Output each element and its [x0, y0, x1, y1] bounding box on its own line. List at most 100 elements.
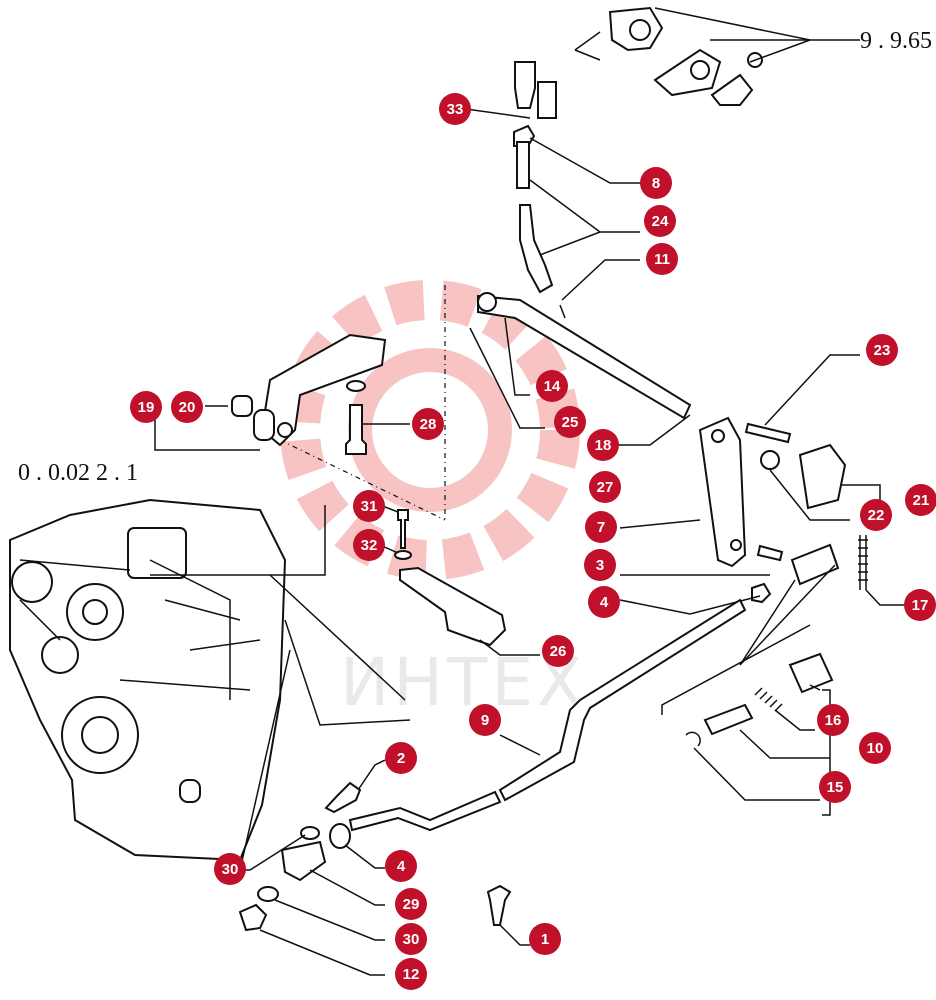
svg-text:21: 21 — [913, 492, 930, 509]
callout-badge: 8 — [640, 167, 672, 199]
svg-text:15: 15 — [827, 779, 844, 796]
svg-text:28: 28 — [420, 416, 437, 433]
svg-text:17: 17 — [912, 597, 929, 614]
split-pin — [559, 304, 566, 319]
svg-text:22: 22 — [868, 507, 885, 524]
circlip — [685, 731, 701, 747]
callout-badge: 23 — [866, 334, 898, 366]
washer — [300, 826, 320, 840]
callout-badge: 10 — [859, 732, 891, 764]
lock-nut — [329, 823, 351, 849]
washer — [394, 550, 412, 560]
spring-cap — [788, 652, 834, 694]
cross-shaft — [477, 292, 692, 420]
compression-spring — [754, 687, 783, 712]
svg-text:3: 3 — [596, 557, 604, 574]
svg-text:4: 4 — [397, 858, 406, 875]
svg-text:4: 4 — [600, 594, 609, 611]
callout-badge: 33 — [439, 93, 471, 125]
callout-badge: 2 — [385, 742, 417, 774]
pin — [703, 703, 754, 736]
svg-text:9: 9 — [481, 712, 489, 729]
callout-badge: 27 — [589, 471, 621, 503]
svg-text:8: 8 — [652, 175, 660, 192]
svg-text:19: 19 — [138, 399, 155, 416]
callout-badge: 3 — [584, 549, 616, 581]
svg-text:29: 29 — [403, 896, 420, 913]
return-spring — [858, 535, 868, 590]
svg-text:33: 33 — [447, 101, 464, 118]
stud — [756, 544, 784, 562]
svg-text:12: 12 — [403, 966, 420, 983]
svg-text:23: 23 — [874, 342, 891, 359]
callout-badge: 28 — [412, 408, 444, 440]
callout-badge: 4 — [588, 586, 620, 618]
svg-text:30: 30 — [222, 861, 239, 878]
fork-clevis — [514, 61, 557, 119]
svg-text:25: 25 — [562, 414, 579, 431]
svg-text:7: 7 — [597, 519, 605, 536]
callout-badge: 1 — [529, 923, 561, 955]
svg-text:18: 18 — [595, 437, 612, 454]
svg-text:20: 20 — [179, 399, 196, 416]
callout-badge: 31 — [353, 490, 385, 522]
threaded-rod — [516, 141, 530, 189]
control-clevis-assembly — [608, 6, 763, 106]
callout-badge: 17 — [904, 589, 936, 621]
callout-badge: 12 — [395, 958, 427, 990]
callout-badge: 19 — [130, 391, 162, 423]
callout-badge: 16 — [817, 704, 849, 736]
svg-text:10: 10 — [867, 740, 884, 757]
svg-text:14: 14 — [544, 378, 561, 395]
bolt — [324, 781, 362, 814]
svg-text:31: 31 — [361, 498, 378, 515]
washer — [346, 380, 366, 392]
callout-badge: 24 — [644, 205, 676, 237]
reference-engine: 0 . 0.02 2 . 1 — [18, 460, 138, 486]
svg-text:24: 24 — [652, 213, 669, 230]
callout-badge: 22 — [860, 499, 892, 531]
callout-badge: 32 — [353, 529, 385, 561]
lever-arm — [698, 416, 747, 568]
svg-text:30: 30 — [403, 931, 420, 948]
callout-badge: 21 — [905, 484, 936, 516]
svg-text:32: 32 — [361, 537, 378, 554]
callout-badge: 30 — [214, 853, 246, 885]
callout-badge: 7 — [585, 511, 617, 543]
callout-badge: 4 — [385, 850, 417, 882]
reference-top: 9 . 9.65 — [860, 28, 932, 54]
callout-badge: 26 — [542, 635, 574, 667]
callout-badge: 30 — [395, 923, 427, 955]
support-bracket — [231, 333, 387, 447]
svg-text:26: 26 — [550, 643, 567, 660]
callout-badge: 29 — [395, 888, 427, 920]
svg-text:1: 1 — [541, 931, 549, 948]
callout-badge: 14 — [536, 370, 568, 402]
svg-text:27: 27 — [597, 479, 614, 496]
callout-badge: 9 — [469, 704, 501, 736]
svg-text:2: 2 — [397, 750, 405, 767]
washer — [257, 886, 279, 902]
lock-nut — [751, 582, 772, 604]
callout-badge: 15 — [819, 771, 851, 803]
svg-text:16: 16 — [825, 712, 842, 729]
mounting-bracket — [760, 443, 847, 510]
callout-badge: 25 — [554, 406, 586, 438]
bolt — [397, 509, 409, 549]
clevis-pin — [486, 884, 512, 926]
bolt — [345, 404, 367, 455]
callout-badge: 18 — [587, 429, 619, 461]
bolt — [744, 422, 792, 444]
callout-badge: 11 — [646, 243, 678, 275]
svg-text:11: 11 — [654, 251, 670, 268]
linkage-plate — [399, 566, 507, 647]
damper-sleeve — [790, 543, 840, 586]
callout-badge: 20 — [171, 391, 203, 423]
watermark-text: ИНТЕХ — [340, 644, 586, 721]
main-link-rod — [348, 598, 747, 832]
lock-nut — [238, 903, 268, 932]
engine-block — [9, 498, 287, 862]
control-rod — [519, 204, 554, 294]
